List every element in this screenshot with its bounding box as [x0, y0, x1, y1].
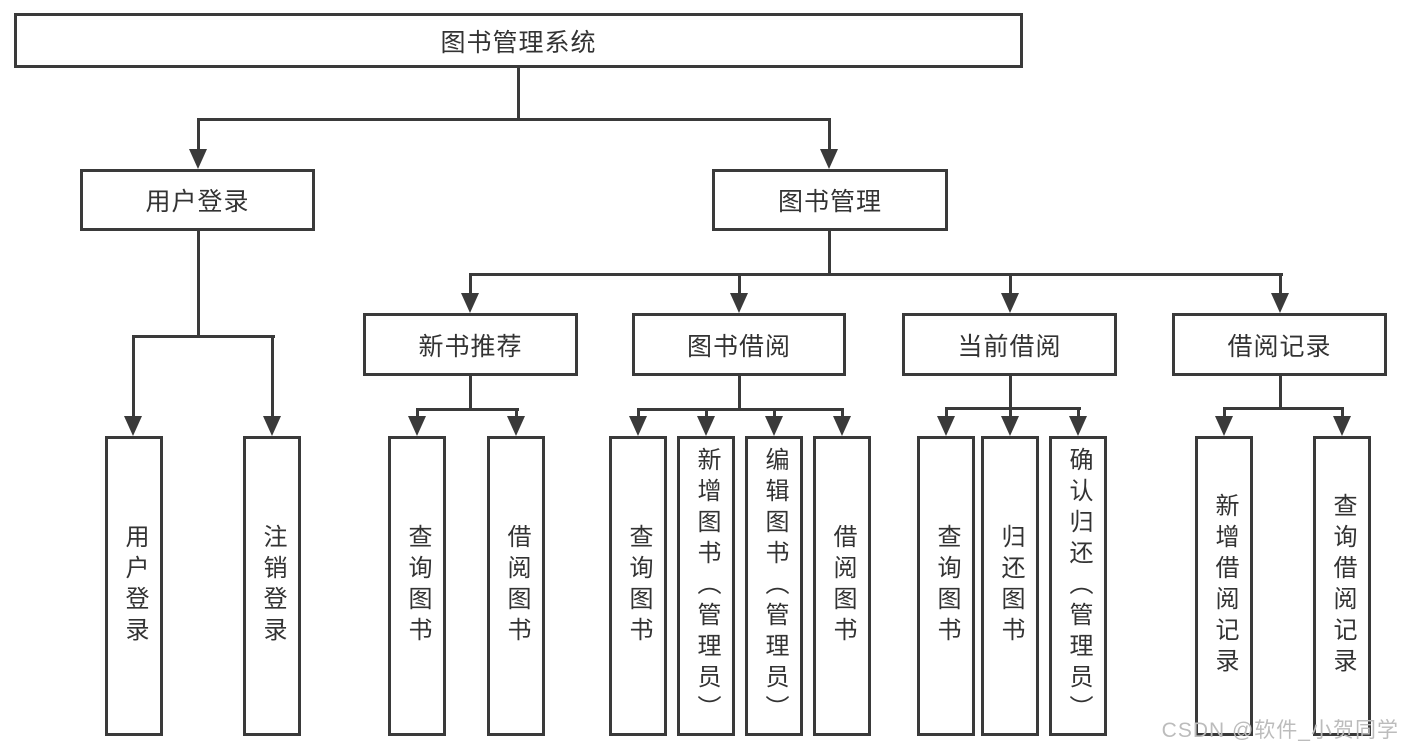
- leaf-query-book-recommend: 查询图书: [388, 436, 446, 736]
- connector-arrow: [833, 408, 851, 436]
- leaf-confirm-return-admin-label: 确认归还（管理员）: [1065, 446, 1092, 726]
- node-user-login-label: 用户登录: [145, 188, 250, 216]
- leaf-query-book-borrow: 查询图书: [609, 436, 667, 736]
- leaf-add-borrow-record: 新增借阅记录: [1195, 436, 1253, 736]
- connector-arrow: [408, 408, 426, 436]
- connector-arrow: [1001, 273, 1019, 313]
- connector-arrow: [189, 118, 207, 169]
- connector-arrow: [765, 408, 783, 436]
- connector-line: [1009, 376, 1012, 407]
- node-current-borrow-label: 当前借阅: [957, 332, 1062, 361]
- leaf-add-book-admin-label: 新增图书（管理员）: [693, 446, 720, 726]
- connector-arrow: [461, 273, 479, 313]
- connector-arrow: [937, 407, 955, 436]
- leaf-edit-book-admin-label: 编辑图书（管理员）: [761, 446, 788, 726]
- leaf-query-borrow-record-label: 查询借阅记录: [1329, 493, 1356, 679]
- connector-arrow: [1333, 407, 1351, 436]
- connector-line: [197, 231, 200, 335]
- leaf-borrow-book-label: 借阅图书: [829, 524, 856, 648]
- leaf-return-book-label: 归还图书: [997, 524, 1024, 648]
- leaf-logout-label: 注销登录: [259, 524, 286, 648]
- node-book-borrow-label: 图书借阅: [686, 332, 791, 361]
- connector-arrow: [730, 273, 748, 313]
- connector-line: [517, 68, 520, 118]
- leaf-add-book-admin: 新增图书（管理员）: [677, 436, 735, 736]
- connector-line: [469, 273, 1283, 276]
- node-user-login: 用户登录: [80, 169, 315, 231]
- leaf-edit-book-admin: 编辑图书（管理员）: [745, 436, 803, 736]
- connector-arrow: [1271, 273, 1289, 313]
- connector-arrow: [124, 335, 142, 436]
- connector-line: [132, 335, 275, 338]
- leaf-return-book: 归还图书: [981, 436, 1039, 736]
- leaf-borrow-book-recommend: 借阅图书: [487, 436, 545, 736]
- leaf-borrow-book: 借阅图书: [813, 436, 871, 736]
- leaf-query-borrow-record: 查询借阅记录: [1313, 436, 1371, 736]
- leaf-query-book-borrow-label: 查询图书: [625, 524, 652, 648]
- connector-line: [1223, 407, 1344, 410]
- connector-line: [469, 376, 472, 408]
- connector-arrow: [697, 408, 715, 436]
- node-borrow-records: 借阅记录: [1172, 313, 1387, 376]
- node-new-book-recommend-label: 新书推荐: [418, 332, 523, 361]
- connector-arrow: [1069, 407, 1087, 436]
- node-new-book-recommend: 新书推荐: [363, 313, 578, 376]
- connector-line: [197, 118, 831, 121]
- connector-line: [945, 407, 1081, 410]
- leaf-borrow-book-recommend-label: 借阅图书: [503, 524, 530, 648]
- connector-arrow: [629, 408, 647, 436]
- connector-line: [738, 376, 741, 408]
- connector-line: [637, 408, 844, 411]
- leaf-query-book-current-label: 查询图书: [933, 524, 960, 648]
- connector-arrow: [507, 408, 525, 436]
- leaf-query-book-recommend-label: 查询图书: [404, 524, 431, 648]
- connector-arrow: [1215, 407, 1233, 436]
- connector-line: [1279, 376, 1282, 407]
- connector-arrow: [820, 118, 838, 169]
- connector-arrow: [263, 335, 281, 436]
- node-root: 图书管理系统: [14, 13, 1023, 68]
- node-borrow-records-label: 借阅记录: [1227, 332, 1332, 361]
- node-book-management-label: 图书管理: [777, 188, 882, 216]
- leaf-query-book-current: 查询图书: [917, 436, 975, 736]
- leaf-confirm-return-admin: 确认归还（管理员）: [1049, 436, 1107, 736]
- leaf-add-borrow-record-label: 新增借阅记录: [1211, 493, 1238, 679]
- leaf-user-login: 用户登录: [105, 436, 163, 736]
- leaf-user-login-label: 用户登录: [121, 524, 148, 648]
- node-root-label: 图书管理系统: [440, 28, 597, 57]
- watermark: CSDN @软件_小贺同学: [1161, 719, 1399, 742]
- node-book-borrow: 图书借阅: [632, 313, 846, 376]
- connector-line: [416, 408, 519, 411]
- node-current-borrow: 当前借阅: [902, 313, 1117, 376]
- connector-arrow: [1001, 407, 1019, 436]
- connector-line: [828, 231, 831, 273]
- node-book-management: 图书管理: [712, 169, 948, 231]
- leaf-logout: 注销登录: [243, 436, 301, 736]
